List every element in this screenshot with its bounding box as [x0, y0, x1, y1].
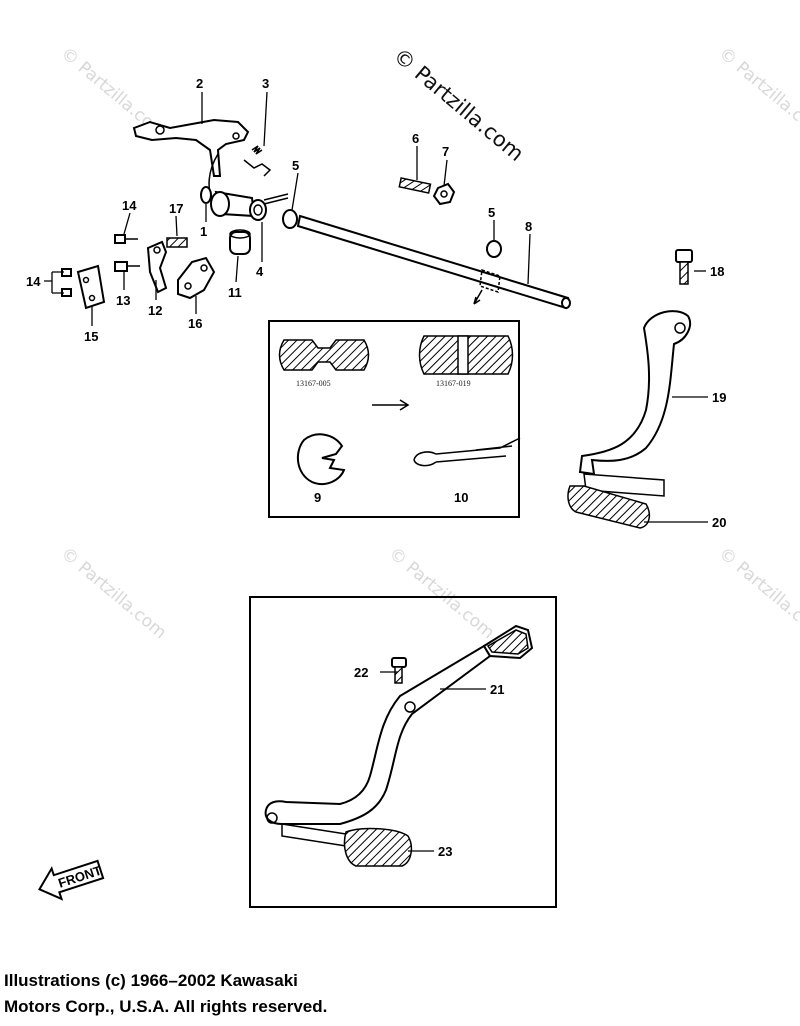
watermark-mid-right: © Partzilla.com: [715, 544, 800, 644]
e-clip-9: [296, 433, 346, 486]
callout-7: 7: [442, 144, 449, 159]
pawl: [243, 159, 272, 177]
shaft-washer-left: [282, 209, 298, 229]
callout-8: 8: [525, 219, 532, 234]
callout-labels: 2 3 1 4 11 5 5 6 7 8 14 17 13 12 16 15 1…: [26, 76, 726, 859]
shift-rubber-23: [343, 827, 413, 867]
nut-7: [432, 182, 456, 206]
callout-17: 17: [169, 201, 183, 216]
detail-inset-box: [268, 320, 520, 518]
kick-pedal: [567, 249, 693, 529]
circlip-ring: [200, 186, 212, 204]
kick-rubber-20: [567, 485, 651, 529]
shaft-detail-box: [479, 268, 501, 294]
callout-14-left: 14: [26, 274, 41, 289]
r-clip-10: [413, 437, 521, 467]
shift-arm-plate: [132, 118, 250, 177]
shift-pedal-box: [249, 596, 557, 908]
spring-17: [166, 237, 188, 248]
bolt-18: [675, 249, 693, 285]
callout-21: 21: [490, 682, 504, 697]
callout-20: 20: [712, 515, 726, 530]
watermark-mid-left: © Partzilla.com: [57, 544, 170, 644]
callout-10: 10: [454, 490, 468, 505]
arm-hole: [155, 125, 165, 135]
callout-15: 15: [84, 329, 98, 344]
copyright-notice: Illustrations (c) 1966–2002 Kawasaki Mot…: [4, 968, 564, 1020]
callout-2: 2: [196, 76, 203, 91]
watermark-top-right: © Partzilla.com: [715, 44, 800, 144]
callout-11: 11: [228, 285, 242, 300]
watermark-mid-center: © Partzilla.com: [385, 544, 498, 644]
plate-16: [177, 256, 216, 300]
stud-6: [398, 177, 432, 194]
watermark-main: © Partzilla.com: [389, 43, 529, 166]
callout-23: 23: [438, 844, 452, 859]
supersede-arrow: [372, 399, 410, 411]
callout-12: 12: [148, 303, 162, 318]
shaft-end: [561, 297, 571, 309]
callout-3: 3: [262, 76, 269, 91]
callout-5-right: 5: [488, 205, 495, 220]
callout-13: 13: [116, 293, 130, 308]
callout-5-left: 5: [292, 158, 299, 173]
small-spring: [251, 145, 263, 155]
bolt-14-top: [114, 234, 138, 244]
callout-18: 18: [710, 264, 724, 279]
part-number-new: 13167-019: [436, 379, 471, 388]
shift-shaft: [282, 209, 571, 310]
callout-9: 9: [314, 490, 321, 505]
bolt-13: [114, 261, 140, 272]
bushing-top: [229, 229, 251, 239]
callout-16: 16: [188, 316, 202, 331]
callout-4: 4: [256, 264, 264, 279]
copyright-line-2: Motors Corp., U.S.A. All rights reserved…: [4, 997, 328, 1016]
leader-lines: [44, 91, 708, 852]
bracket-15: [76, 264, 106, 310]
callout-19: 19: [712, 390, 726, 405]
bolt-22: [391, 657, 407, 684]
shift-collar-end: [210, 191, 230, 217]
bolt-14-pair: [61, 268, 72, 297]
shift-pedal: [264, 624, 534, 867]
shaft-section-old: [278, 339, 370, 371]
collar-washer: [249, 199, 267, 221]
shift-arm-21: [264, 644, 492, 825]
callout-14-top: 14: [122, 198, 137, 213]
shaft-detail-arrow: [473, 289, 483, 305]
bushing: [229, 231, 251, 255]
callout-6: 6: [412, 131, 419, 146]
front-direction-arrow: FRONT: [38, 859, 105, 901]
shaft-section-new: [418, 335, 514, 375]
callout-1: 1: [200, 224, 207, 239]
copyright-line-1: Illustrations (c) 1966–2002 Kawasaki: [4, 971, 298, 990]
arm-hole-2: [232, 132, 240, 140]
kick-arm-19: [578, 310, 692, 476]
shift-arm-assembly: [132, 118, 289, 255]
part-number-old: 13167-005: [296, 379, 331, 388]
callout-22: 22: [354, 665, 368, 680]
lever-12: [146, 240, 168, 294]
shaft-washer-right: [486, 240, 502, 258]
collar-pin: [263, 193, 289, 205]
collar-washer-inner: [253, 204, 263, 216]
